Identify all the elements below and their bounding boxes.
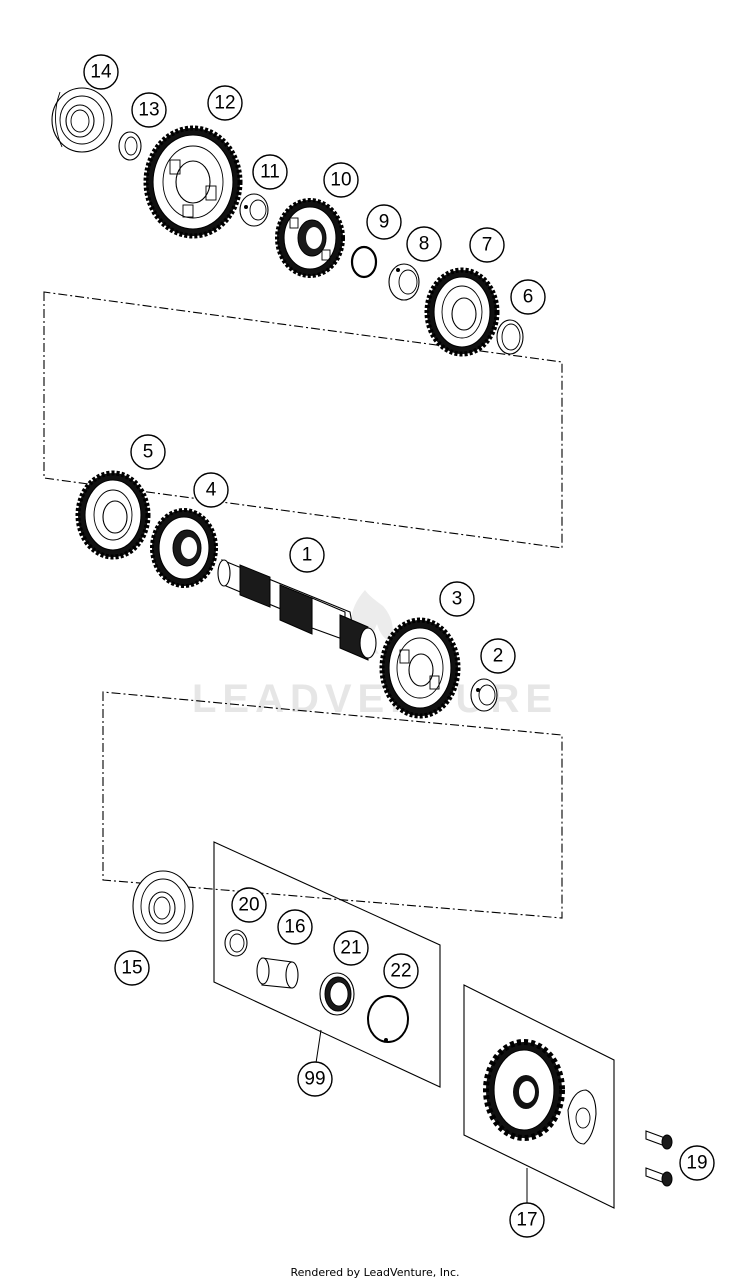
callout-4[interactable]: 4 — [193, 472, 229, 508]
svg-text:4: 4 — [206, 480, 217, 501]
upper-assembly-outline — [43, 291, 563, 549]
part-21-seal — [319, 972, 355, 1016]
part-13-washer — [118, 131, 142, 161]
callout-15[interactable]: 15 — [114, 950, 150, 986]
svg-text:1: 1 — [302, 545, 313, 566]
part-15-bearing — [132, 870, 194, 942]
callout-14[interactable]: 14 — [83, 54, 119, 90]
svg-text:11: 11 — [260, 162, 280, 183]
svg-text:13: 13 — [138, 100, 159, 121]
part-19-bolts — [645, 1130, 673, 1187]
kit-frames — [213, 841, 615, 1209]
callout-6[interactable]: 6 — [510, 279, 546, 315]
svg-text:21: 21 — [340, 938, 361, 959]
footer-credit: Rendered by LeadVenture, Inc. — [290, 1266, 460, 1279]
kit-17-frame — [463, 984, 615, 1209]
callout-12[interactable]: 12 — [207, 85, 243, 121]
part-12-gear — [143, 125, 243, 239]
part-10-gear — [275, 198, 345, 278]
svg-text:12: 12 — [214, 93, 235, 114]
svg-text:7: 7 — [482, 235, 493, 256]
part-9-circlip — [350, 245, 378, 279]
svg-text:22: 22 — [390, 961, 411, 982]
callout-7[interactable]: 7 — [469, 227, 505, 263]
svg-text:3: 3 — [452, 589, 463, 610]
watermark-text: LEADVENTURE — [192, 677, 558, 721]
callout-1[interactable]: 1 — [289, 537, 325, 573]
callout-13[interactable]: 13 — [131, 92, 167, 128]
callout-2[interactable]: 2 — [480, 638, 516, 674]
callout-19[interactable]: 19 — [679, 1145, 715, 1181]
svg-text:15: 15 — [121, 958, 142, 979]
callout-10[interactable]: 10 — [323, 162, 359, 198]
callout-16[interactable]: 16 — [277, 909, 313, 945]
part-11-bush — [239, 193, 269, 227]
callout-3[interactable]: 3 — [439, 581, 475, 617]
callout-22[interactable]: 22 — [383, 953, 419, 989]
svg-text:6: 6 — [523, 287, 534, 308]
callout-9[interactable]: 9 — [366, 204, 402, 240]
callout-5[interactable]: 5 — [130, 434, 166, 470]
svg-text:9: 9 — [379, 212, 390, 233]
callout-99[interactable]: 99 — [297, 1061, 333, 1097]
svg-text:10: 10 — [330, 170, 351, 191]
callout-11[interactable]: 11 — [252, 154, 288, 190]
part-20-ring — [224, 929, 248, 957]
part-14-bearing — [51, 87, 113, 153]
callout-20[interactable]: 20 — [231, 887, 267, 923]
callout-8[interactable]: 8 — [406, 226, 442, 262]
part-3-gear — [379, 617, 461, 719]
svg-text:17: 17 — [516, 1210, 537, 1231]
part-22-circlip — [367, 995, 409, 1043]
leader-lines — [315, 1029, 528, 1205]
svg-text:8: 8 — [419, 234, 430, 255]
svg-text:2: 2 — [493, 646, 504, 667]
part-2-bush — [470, 678, 498, 712]
assembly-outlines — [43, 291, 563, 919]
svg-text:20: 20 — [238, 895, 259, 916]
part-1-shaft — [217, 559, 377, 661]
lower-assembly-outline — [102, 691, 563, 919]
part-5-gear — [75, 470, 151, 560]
svg-text:16: 16 — [284, 917, 305, 938]
part-8-bush — [388, 263, 420, 301]
part-17-sprocket — [483, 1039, 597, 1145]
svg-text:5: 5 — [143, 442, 154, 463]
svg-text:19: 19 — [686, 1153, 707, 1174]
part-4-gear — [150, 508, 218, 588]
callout-21[interactable]: 21 — [333, 930, 369, 966]
svg-text:14: 14 — [90, 62, 112, 83]
callout-17[interactable]: 17 — [509, 1202, 545, 1238]
part-6-washer — [496, 319, 524, 355]
kit-99-frame — [213, 841, 441, 1088]
part-16-bush — [256, 957, 299, 989]
part-7-gear — [424, 267, 500, 357]
svg-text:99: 99 — [304, 1069, 325, 1090]
